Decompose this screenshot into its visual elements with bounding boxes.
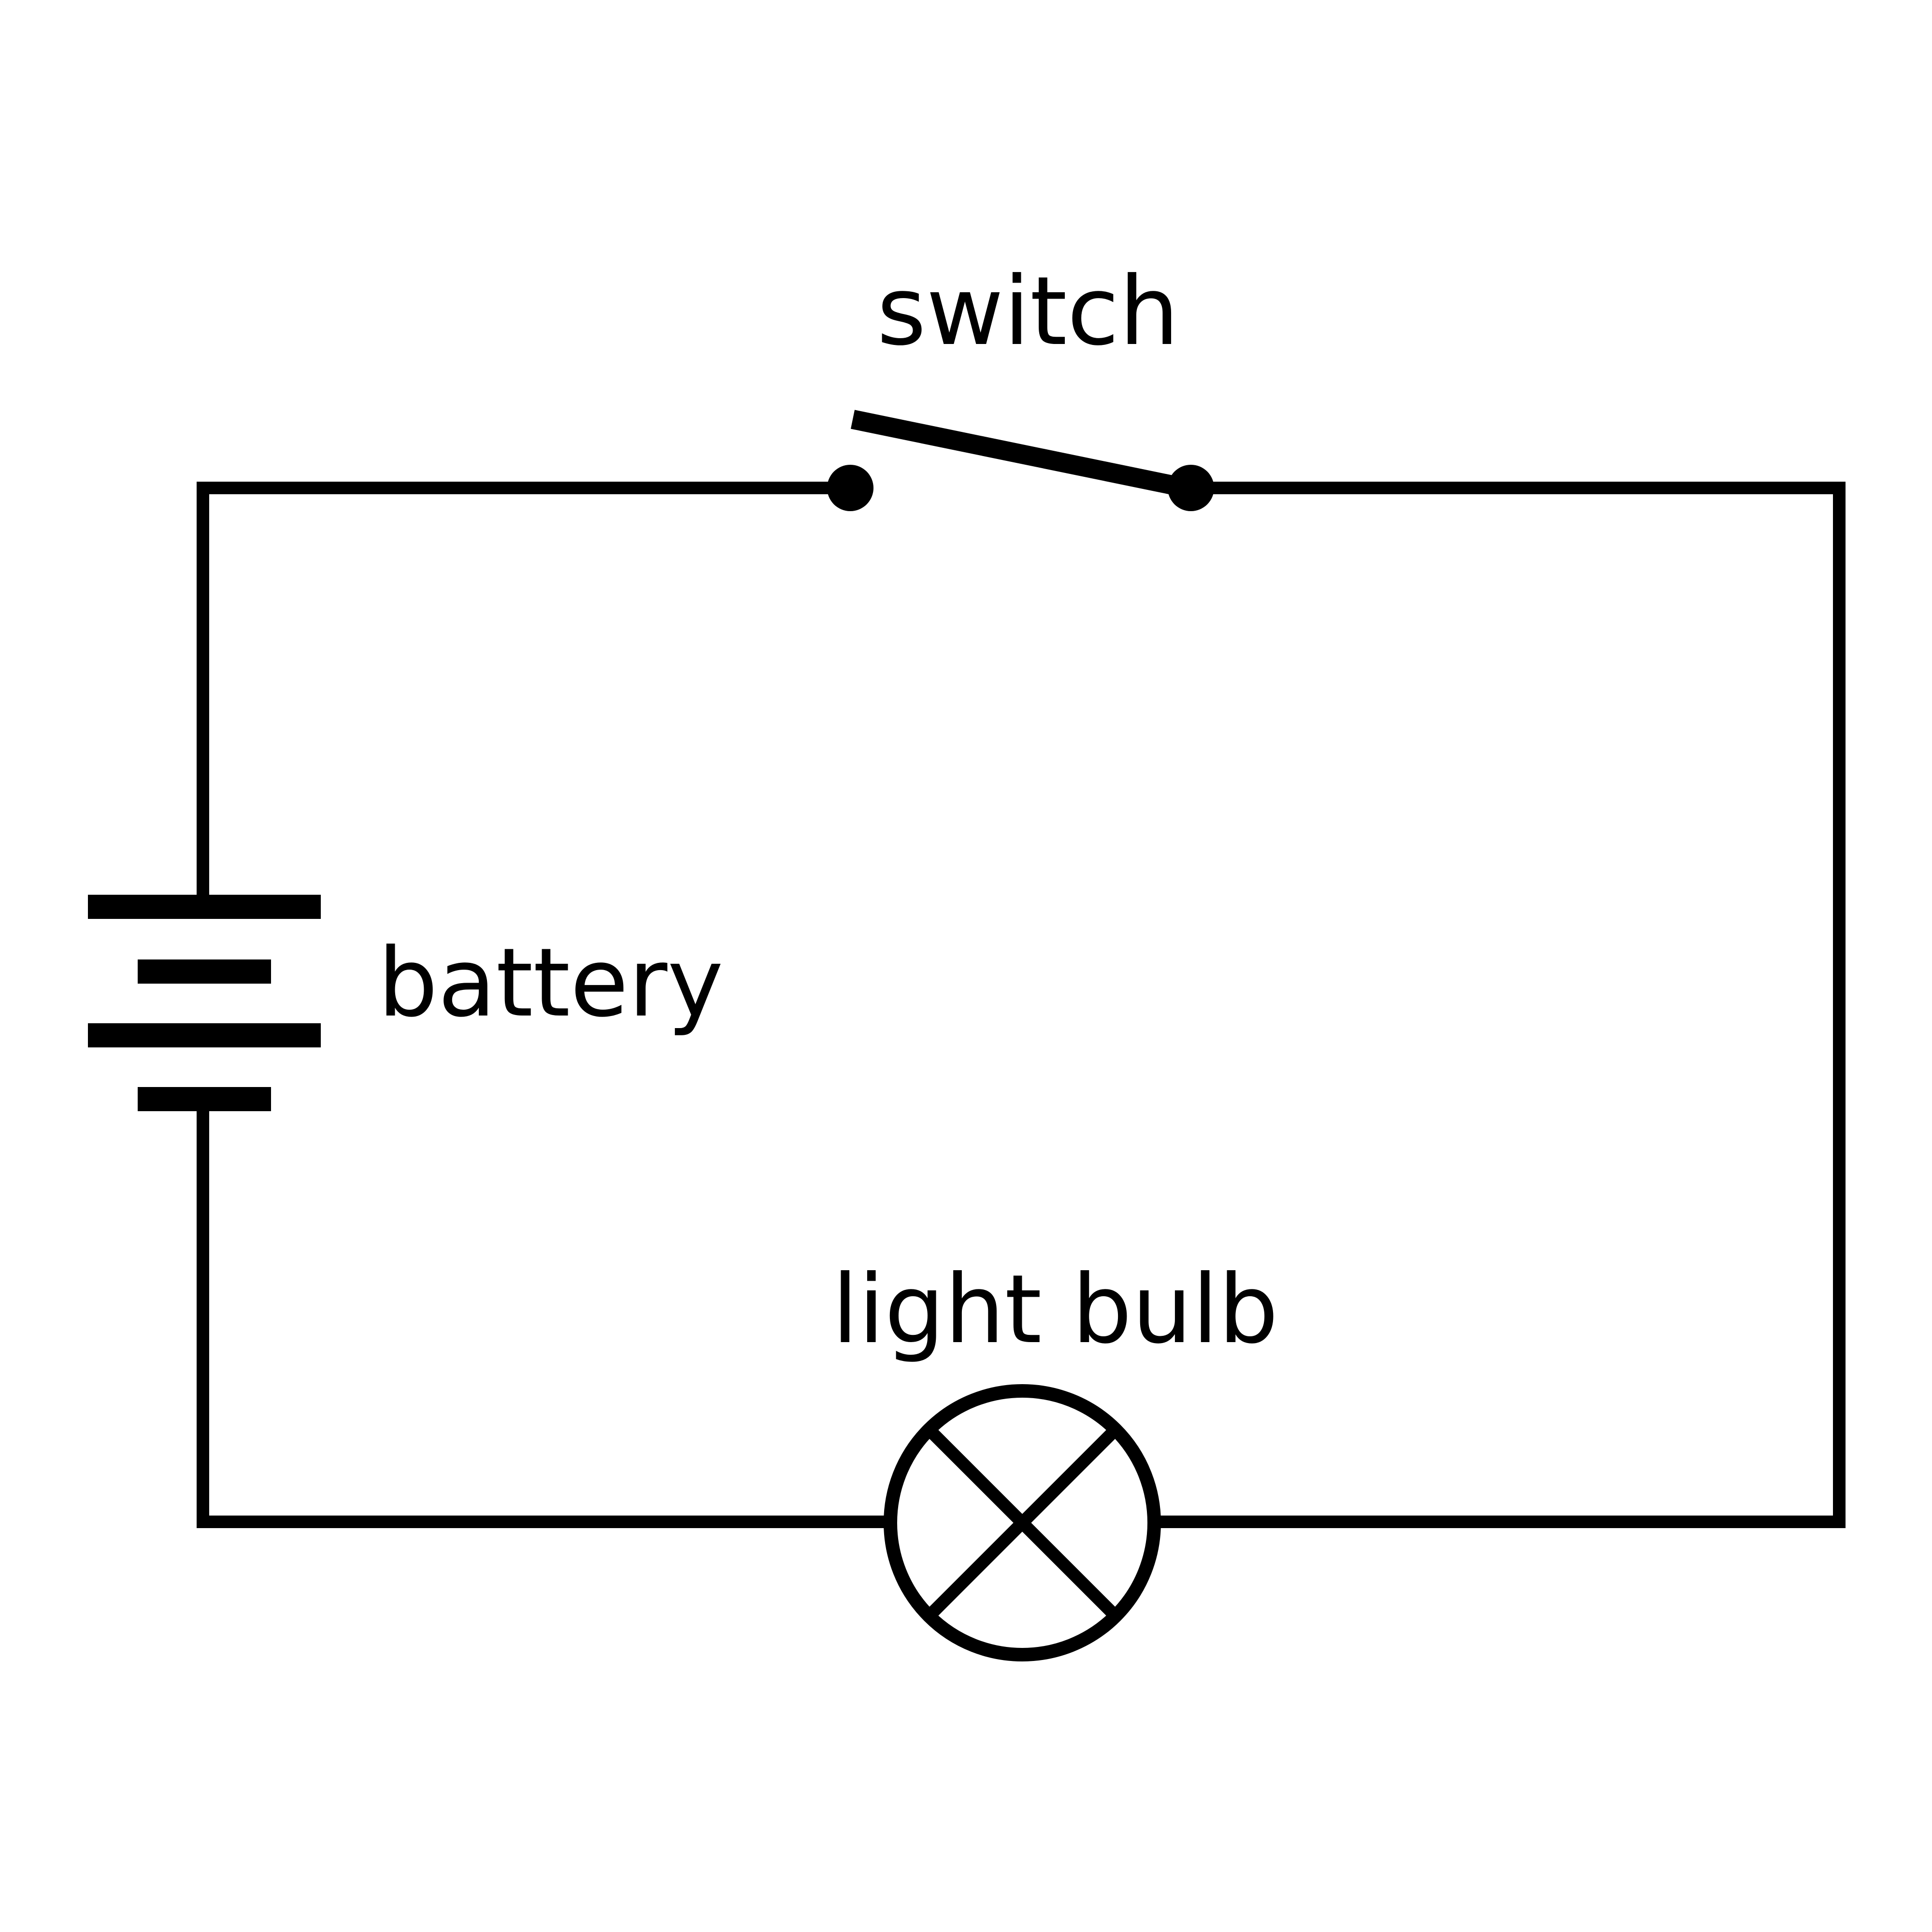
battery-short-plate-bottom [138,1087,271,1111]
wire-top-right-and-right [1156,482,1846,1528]
battery-short-plate-top [138,959,271,984]
battery-symbol [88,895,321,1111]
wire-top-left [197,482,850,902]
battery-long-plate-bottom [88,1023,321,1047]
battery-long-plate-top [88,895,321,919]
switch-symbol [827,410,1214,511]
light-bulb-symbol [884,1384,1161,1661]
battery-label: battery [378,928,723,1038]
switch-lever [850,410,1193,499]
switch-label: switch [877,257,1179,367]
wire-bottom-left [197,1111,889,1528]
light-bulb-label: light bulb [832,1255,1278,1365]
light-bulb-circle [884,1384,1161,1661]
light-bulb-cross-line-2 [924,1425,1120,1621]
switch-left-terminal [827,465,873,511]
